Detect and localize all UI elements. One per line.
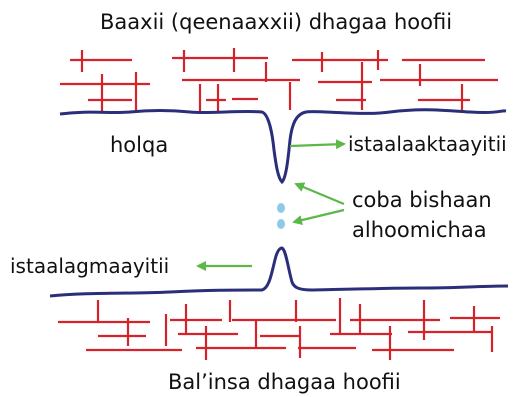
top-surface-line [59, 108, 507, 185]
water-drop-upper [277, 203, 285, 213]
stalagmite-label: istaalagmaayitii [10, 254, 170, 278]
bottom-title: Bal’insa dhagaa hoofii [168, 370, 401, 394]
drop-arrow-lower [292, 208, 345, 225]
bottom-surface-line [49, 246, 509, 298]
drop-arrow-upper [294, 182, 345, 206]
top-rock-layer [60, 48, 498, 112]
bottom-rock-layer [58, 298, 500, 360]
stalactite-arrow [289, 139, 346, 150]
water-drop-lower [277, 219, 285, 229]
top-title: Baaxii (qeenaaxxii) dhagaa hoofii [100, 10, 453, 34]
surface-label: holqa [110, 133, 169, 157]
stalactite-label: istaalaaktaayitii [348, 132, 507, 156]
water-drops-label-line2: alhoomichaa [352, 218, 487, 242]
water-drops-label-line1: coba bishaan [352, 188, 492, 212]
